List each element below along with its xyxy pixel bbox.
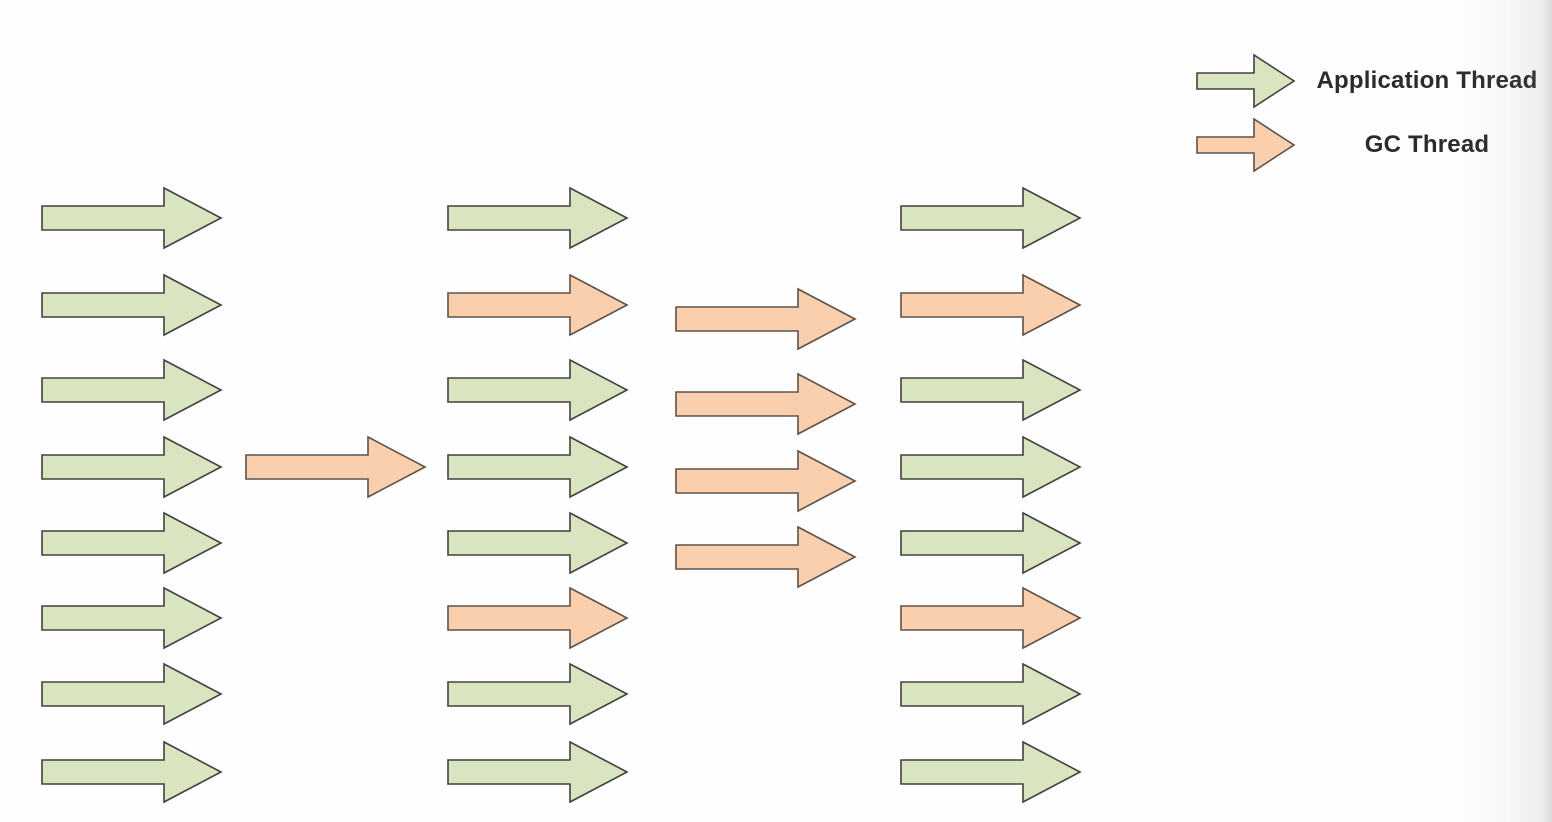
application-thread-arrow [447, 662, 629, 726]
application-thread-arrow [900, 511, 1082, 575]
application-thread-arrow [447, 740, 629, 804]
application-thread-arrow [900, 662, 1082, 726]
application-thread-arrow [41, 511, 223, 575]
application-thread-arrow [41, 740, 223, 804]
application-thread-arrow [447, 186, 629, 250]
gc-thread-arrow [900, 273, 1082, 337]
application-thread-arrow [41, 273, 223, 337]
application-thread-arrow [41, 435, 223, 499]
application-thread-arrow [900, 186, 1082, 250]
application-thread-arrow [447, 511, 629, 575]
gc-thread-arrow [245, 435, 427, 499]
application-thread-arrow [900, 435, 1082, 499]
legend-item-gc-thread: GC Thread [1196, 117, 1546, 173]
gc-thread-arrow [675, 449, 857, 513]
application-thread-arrow [41, 662, 223, 726]
legend: Application Thread GC Thread [1196, 53, 1546, 181]
application-thread-arrow [447, 435, 629, 499]
application-thread-arrow-icon [1196, 53, 1296, 109]
gc-thread-arrow-icon [1196, 117, 1296, 173]
application-thread-arrow [447, 358, 629, 422]
gc-thread-arrow [675, 525, 857, 589]
application-thread-arrow [900, 358, 1082, 422]
gc-thread-arrow [447, 586, 629, 650]
application-thread-arrow [41, 186, 223, 250]
application-thread-arrow [41, 586, 223, 650]
gc-thread-arrow [675, 372, 857, 436]
gc-thread-arrow [900, 586, 1082, 650]
legend-label-gc-thread: GC Thread [1364, 131, 1490, 158]
legend-label-application-thread: Application Thread [1316, 67, 1538, 94]
gc-thread-arrow [675, 287, 857, 351]
application-thread-arrow [900, 740, 1082, 804]
application-thread-arrow [41, 358, 223, 422]
gc-thread-arrow [447, 273, 629, 337]
legend-item-application-thread: Application Thread [1196, 53, 1546, 109]
